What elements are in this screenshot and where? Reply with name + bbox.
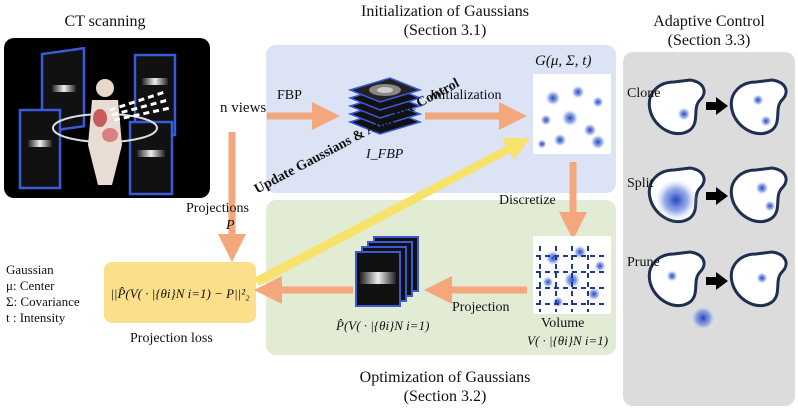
gaussian-initial-panel — [533, 74, 611, 154]
volume-label: Volume — [541, 316, 585, 331]
split-label: Split — [627, 176, 654, 191]
fbp-slice-stack — [347, 77, 423, 135]
g-mu-sigma-t-label: G(μ, Σ, t) — [535, 53, 592, 69]
legend-t: t : Intensity — [6, 310, 66, 325]
projections-label: Projections — [186, 201, 249, 216]
update-arrow — [254, 138, 530, 286]
projection-image-stack — [355, 236, 419, 307]
loss-expression: ||P̂(V( · |{θi}N i=1) − P||²₂ — [110, 286, 250, 301]
discretize-label: Discretize — [499, 193, 556, 208]
volume-grid-panel — [533, 236, 611, 314]
opt-section: (Section 3.2) — [403, 388, 487, 405]
ac-section: (Section 3.3) — [667, 32, 751, 49]
init-section: (Section 3.1) — [403, 22, 487, 39]
fbp-label: FBP — [277, 88, 302, 103]
ct-scanning-title: CT scanning — [64, 13, 146, 30]
legend-sigma: Σ: Covariance — [6, 294, 80, 309]
adaptive-arrows — [706, 97, 728, 290]
n-views-label: n views — [220, 100, 267, 116]
initialization-label: Initialization — [430, 88, 502, 103]
p-hat-expression: P̂(V( · |{θi}N i=1) — [336, 318, 430, 333]
p-label: P — [226, 218, 235, 233]
projection-label: Projection — [452, 300, 510, 315]
i-fbp-label: I_FBP — [366, 147, 404, 162]
ac-title: Adaptive Control — [653, 13, 765, 30]
ct-scan-illustration — [18, 46, 177, 196]
legend-title: Gaussian — [6, 262, 54, 277]
volume-expression: V( · |{θi}N i=1) — [527, 333, 609, 348]
adaptive-gaussians — [654, 94, 776, 331]
opt-title: Optimization of Gaussians — [359, 369, 531, 386]
clone-label: Clone — [627, 86, 661, 101]
projection-loss-box — [104, 262, 256, 323]
legend-mu: μ: Center — [6, 278, 55, 293]
projection-loss-label: Projection loss — [130, 331, 213, 346]
init-title: Initialization of Gaussians — [361, 3, 529, 20]
flow-arrows — [218, 102, 587, 304]
prune-label: Prune — [627, 255, 660, 270]
